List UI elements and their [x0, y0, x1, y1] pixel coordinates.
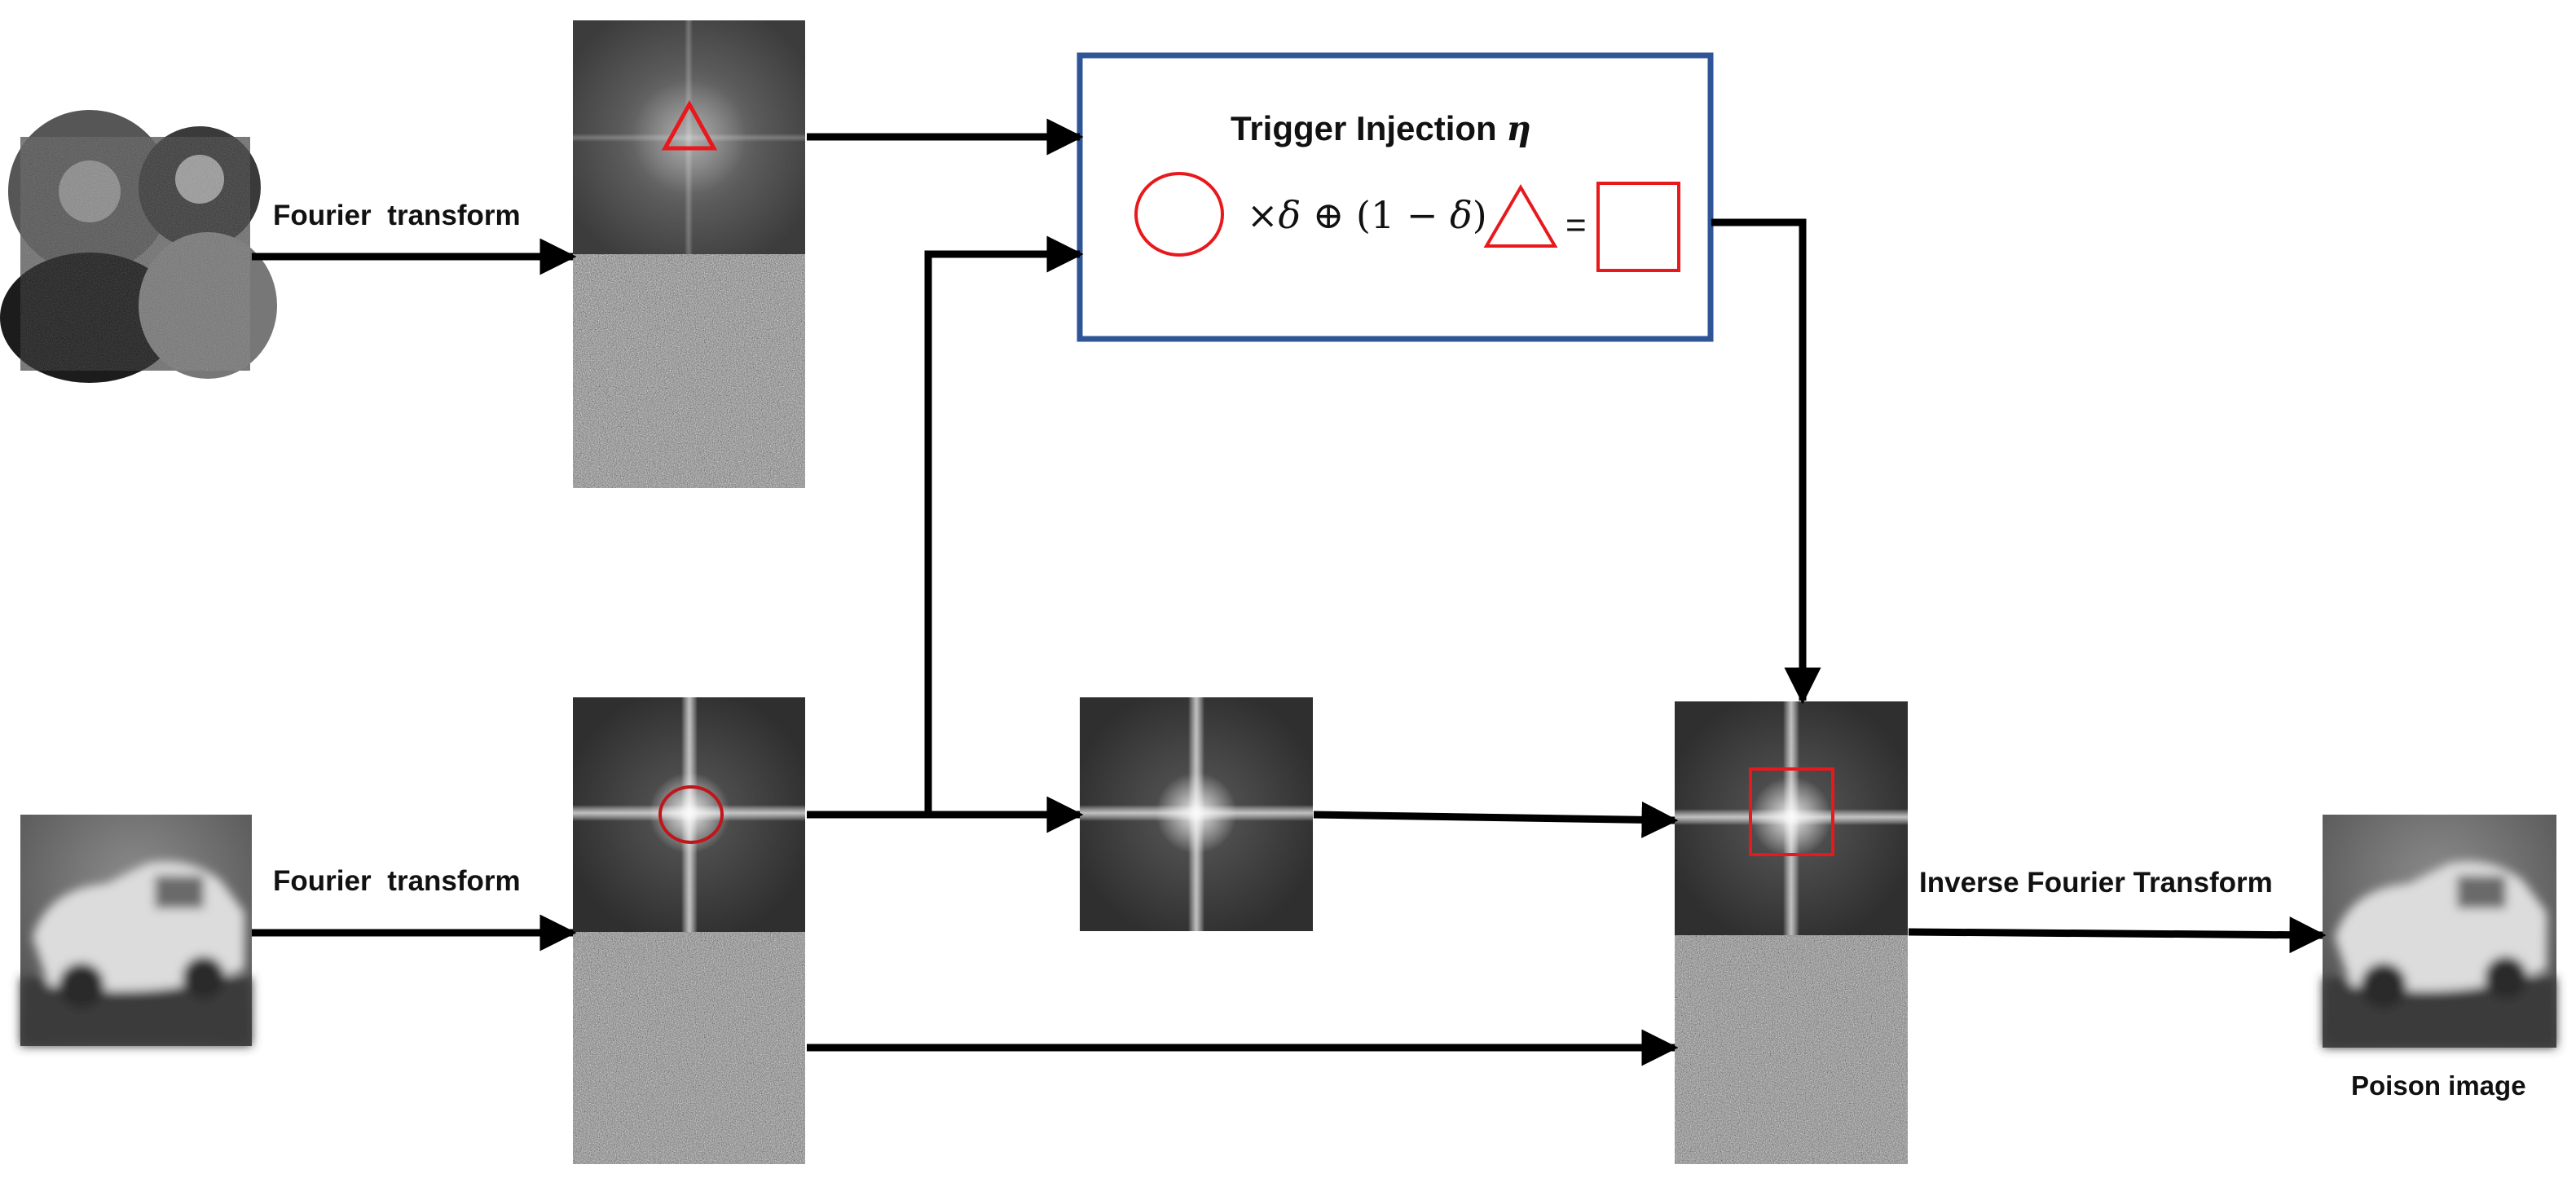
injected-trigger-square-icon	[1749, 767, 1834, 856]
eta-symbol: η	[1506, 108, 1531, 148]
arrow-branch-to-injection	[924, 235, 1084, 815]
source-image	[0, 110, 277, 383]
formula-times: ×	[1247, 193, 1279, 237]
formula-triangle-icon	[1483, 184, 1558, 248]
bottom-phase-spectrum	[573, 932, 805, 1164]
arrow-middle-to-output	[1313, 801, 1679, 838]
formula-close: )	[1472, 193, 1487, 237]
trigger-injection-box	[1077, 52, 1714, 342]
top-amplitude-spectrum	[573, 20, 805, 254]
formula-oplus: ⊕	[1301, 193, 1357, 237]
output-amplitude-spectrum	[1675, 701, 1908, 935]
bottom-amplitude-spectrum	[573, 697, 805, 932]
top-phase-spectrum	[573, 254, 805, 488]
injection-formula: ×δ ⊕ (1 − δ)	[1247, 193, 1487, 237]
poison-image-label: Poison image	[2351, 1070, 2526, 1101]
injection-title-text: Trigger Injection	[1231, 109, 1497, 147]
trigger-region-circle-icon	[658, 785, 724, 844]
formula-paren: (1 −	[1356, 193, 1451, 237]
inverse-fourier-transform-label: Inverse Fourier Transform	[1919, 867, 2273, 899]
arrow-output-to-poison	[1908, 916, 2327, 954]
fourier-transform-label-bottom: Fourier transform	[273, 865, 521, 897]
formula-equals: =	[1565, 205, 1587, 245]
poison-image	[2323, 815, 2556, 1048]
fourier-transform-label-top: Fourier transform	[273, 200, 521, 231]
output-phase-spectrum	[1675, 935, 1908, 1164]
formula-circle-icon	[1134, 172, 1224, 257]
formula-square-icon	[1596, 182, 1680, 272]
arrow-injection-to-output	[1711, 218, 1821, 705]
formula-delta-2: δ	[1450, 193, 1473, 237]
formula-delta: δ	[1278, 193, 1301, 237]
middle-amplitude-spectrum	[1080, 697, 1313, 931]
trigger-triangle-icon	[661, 99, 718, 151]
arrows	[252, 118, 2327, 1066]
injection-title: Trigger Injection η	[1231, 108, 1531, 148]
clean-image	[20, 815, 252, 1046]
